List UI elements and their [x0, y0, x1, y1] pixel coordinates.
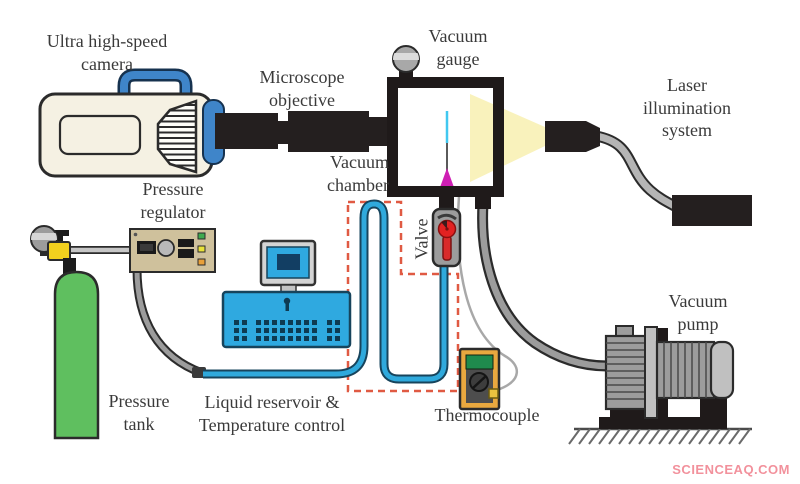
reservoir-controller [221, 239, 352, 349]
vacuum-pump-unit [599, 325, 735, 429]
label-vacuum-pump: Vacuum pump [668, 291, 728, 334]
console-keyhole [283, 297, 291, 305]
watermark: SCIENCEAQ.COM [672, 462, 790, 477]
pump-motor [604, 334, 649, 411]
tank-valve-body [47, 241, 71, 261]
optical-train [215, 111, 387, 152]
indicator-orange [197, 258, 206, 266]
tank-valve-handle [50, 230, 69, 236]
liquid-tube [203, 199, 449, 384]
hose-fitting [475, 195, 491, 209]
pump-end-cap [709, 340, 735, 400]
thermocouple-unit [458, 347, 501, 411]
label-vacuum-gauge: Vacuum gauge [428, 26, 488, 69]
label-vacuum-chamber: Vacuum chamber [327, 152, 389, 195]
dashed-boundary [346, 200, 460, 393]
console-body [221, 290, 352, 349]
pump-flange [644, 326, 658, 419]
vacuum-chamber-assembly [387, 45, 545, 197]
label-valve: Valve [411, 218, 432, 260]
label-pressure-regulator: Pressure regulator [140, 179, 206, 222]
console-keypad [234, 320, 340, 341]
needle-hub [440, 168, 454, 186]
ground-hatch [568, 427, 752, 445]
label-thermocouple: Thermocouple [434, 405, 540, 425]
regulator-outlet-tube [132, 268, 204, 378]
tube-junction [192, 367, 206, 378]
pump-base [599, 417, 727, 429]
coupler [276, 121, 288, 144]
vacuum-hose [477, 203, 608, 372]
camera-label-plate [58, 114, 142, 156]
laser-box [672, 195, 752, 226]
label-pressure-tank: Pressure tank [108, 391, 170, 434]
high-speed-camera [38, 68, 225, 178]
gas-cylinder [53, 270, 100, 440]
thermocouple-screen [465, 354, 494, 370]
label-camera: Ultra high-speed camera [46, 31, 168, 74]
laser-light-cone [470, 94, 545, 182]
regulator-knob [157, 239, 175, 257]
lens-barrel [215, 113, 278, 149]
thermocouple-connector [488, 388, 499, 399]
valve-stem [442, 235, 452, 261]
valve-unit [431, 207, 462, 268]
laser-illumination [545, 121, 752, 226]
laser-nozzle [545, 121, 600, 152]
label-liquid-reservoir: Liquid reservoir & Temperature control [198, 392, 346, 435]
label-laser-system: Laser illumination system [643, 75, 731, 141]
objective-tip [367, 117, 387, 146]
indicator-yellow [197, 245, 206, 253]
pressure-tank-assembly [30, 225, 134, 440]
indicator-green [197, 232, 206, 240]
pressure-regulator-unit [129, 228, 216, 273]
microscope-objective-body [288, 111, 369, 152]
label-microscope-objective: Microscope objective [259, 67, 345, 110]
